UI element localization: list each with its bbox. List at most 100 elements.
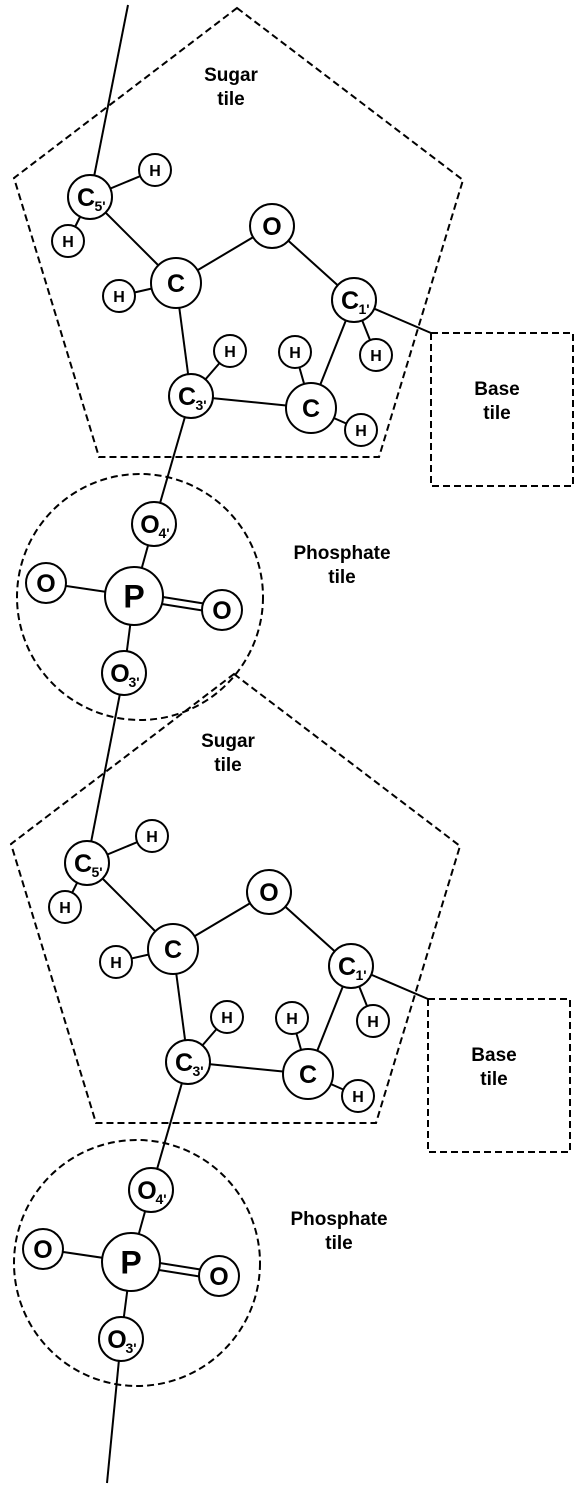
atom-h-c3: H: [213, 334, 247, 368]
atom-label: H: [146, 829, 158, 846]
atom-label: H: [352, 1089, 364, 1106]
atom-circle: [328, 943, 374, 989]
atom-circle: [51, 224, 85, 258]
atom-h-c5-b: H: [48, 890, 82, 924]
atom-circle: [344, 413, 378, 447]
base-tile-outline: [430, 332, 574, 487]
atom-label: H: [367, 1014, 379, 1031]
atom-circle: [356, 1004, 390, 1038]
sugar-tile-label: tile: [214, 755, 241, 776]
phosphate-tile-label: tile: [328, 567, 355, 588]
atom-label: C: [175, 1049, 193, 1077]
atom-circle: [99, 945, 133, 979]
atom-label: P: [120, 1245, 141, 1281]
atom-label: C: [167, 270, 185, 298]
atom-h-c2-b: H: [341, 1079, 375, 1113]
atom-circle: [278, 335, 312, 369]
atom-label: H: [355, 423, 367, 440]
atom-c2: C: [282, 1048, 334, 1100]
atom-subscript: 3': [128, 674, 139, 690]
atom-label: O: [212, 597, 231, 625]
atom-label: H: [286, 1011, 298, 1028]
phosphate-tile-label: tile: [325, 1233, 352, 1254]
atom-circle: [275, 1001, 309, 1035]
atom-subscript: 4': [158, 525, 169, 541]
backbone-top: [89, 4, 129, 198]
atom-label: O: [209, 1263, 228, 1291]
atom-circle: [104, 566, 164, 626]
atom-circle: [198, 1255, 240, 1297]
atom-label: C: [178, 383, 196, 411]
atom-label: O: [33, 1236, 52, 1264]
atom-subscript: 1': [358, 301, 369, 317]
base-tile-label: tile: [483, 403, 510, 424]
atom-label: H: [224, 344, 236, 361]
atom-circle: [98, 1316, 144, 1362]
atom-circle: [150, 257, 202, 309]
atom-circle: [165, 1039, 211, 1085]
atom-o-left: O: [22, 1228, 64, 1270]
atom-label: O: [259, 879, 278, 907]
atom-circle: [128, 1167, 174, 1213]
atom-circle: [331, 277, 377, 323]
atom-o-ring: O: [246, 869, 292, 915]
atom-circle: [359, 338, 393, 372]
atom-label: C: [338, 953, 356, 981]
base-tile-label: tile: [480, 1069, 507, 1090]
atom-label: H: [370, 348, 382, 365]
sugar-tile-outline: [9, 672, 462, 1124]
atom-c4: C: [147, 923, 199, 975]
atom-circle: [213, 334, 247, 368]
atom-circle: [101, 1232, 161, 1292]
sugar-tile-label: tile: [217, 89, 244, 110]
atom-circle: [246, 869, 292, 915]
backbone-link: [86, 672, 125, 864]
atom-h-c4: H: [99, 945, 133, 979]
atom-p: P: [104, 566, 164, 626]
base-tile-label: Base: [474, 379, 519, 400]
base-tile-outline: [427, 998, 571, 1153]
atom-label: H: [110, 955, 122, 972]
atom-label: C: [77, 184, 95, 212]
atom-circle: [210, 1000, 244, 1034]
phosphate-tile-outline: [16, 473, 264, 721]
atom-o4: O4': [128, 1167, 174, 1213]
atom-label: O: [36, 570, 55, 598]
atom-subscript: 3': [195, 397, 206, 413]
atom-subscript: 3': [192, 1063, 203, 1079]
atom-h-c3: H: [210, 1000, 244, 1034]
atom-subscript: 5': [91, 864, 102, 880]
phosphate-tile-outline: [13, 1139, 261, 1387]
atom-circle: [168, 373, 214, 419]
atom-label: O: [262, 213, 281, 241]
sugar-tile-outline: [12, 6, 465, 458]
atom-subscript: 1': [355, 967, 366, 983]
sugar-tile-label: Sugar: [204, 65, 258, 86]
atom-label: C: [74, 850, 92, 878]
backbone-bottom: [106, 1338, 122, 1484]
sugar-tile-label: Sugar: [201, 731, 255, 752]
atom-h-c5-b: H: [51, 224, 85, 258]
atom-label: H: [113, 289, 125, 306]
atom-label: H: [62, 234, 74, 251]
atom-h-c5-a: H: [138, 153, 172, 187]
atom-label: O: [110, 660, 129, 688]
atom-c2: C: [285, 382, 337, 434]
atom-subscript: 5': [94, 198, 105, 214]
atom-circle: [341, 1079, 375, 1113]
atom-o4: O4': [131, 501, 177, 547]
phosphate-tile-label: Phosphate: [293, 543, 390, 564]
atom-h-c2-a: H: [275, 1001, 309, 1035]
atom-label: O: [140, 511, 159, 539]
atom-label: P: [123, 579, 144, 615]
atom-h-c2-b: H: [344, 413, 378, 447]
atom-label: H: [289, 345, 301, 362]
atom-subscript: 4': [155, 1191, 166, 1207]
atom-h-c1: H: [356, 1004, 390, 1038]
